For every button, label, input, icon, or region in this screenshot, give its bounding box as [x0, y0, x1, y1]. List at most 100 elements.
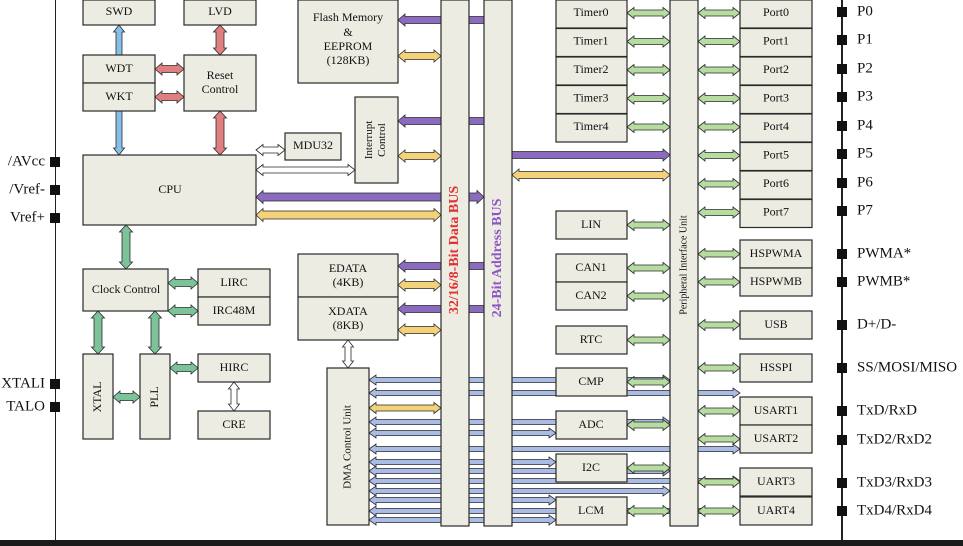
dma-control-unit-block: [326, 367, 370, 526]
hirc-label: HIRC: [220, 360, 249, 374]
right-pin-label: P3: [857, 88, 873, 104]
pin-marker: [837, 363, 847, 373]
interrupt-control-block: [354, 96, 399, 184]
timer-label: Timer3: [574, 90, 609, 104]
timer-block: [555, 56, 628, 86]
right-pin-label: PWMB*: [857, 273, 910, 289]
xdata-block: [297, 296, 399, 341]
pin-marker: [837, 249, 847, 259]
bottom-edge: [0, 540, 963, 546]
right-peripheral-block: [739, 239, 813, 269]
right-pin-label: TxD2/RxD2: [857, 431, 932, 447]
right-pin-label: PWMA*: [857, 245, 911, 261]
right-pin-label: TxD4/RxD4: [857, 502, 933, 518]
wdt-block: [82, 54, 156, 84]
right-peripheral-block: [739, 353, 813, 383]
address-peripheral-arrow: [511, 148, 671, 162]
port-block: [739, 84, 813, 115]
port-label: Port1: [763, 33, 789, 47]
peripheral-label: CAN1: [575, 260, 606, 274]
wkt-block: [82, 82, 156, 112]
right-pin-label: P5: [857, 145, 873, 161]
peripheral-block: [555, 253, 628, 283]
irc48m-label: IRC48M: [213, 303, 256, 317]
right-peripheral-label: USART2: [754, 431, 799, 445]
left-pin-area: [0, 0, 55, 546]
pin-marker: [837, 506, 847, 516]
pin-marker: [837, 320, 847, 330]
right-pin-label: P6: [857, 174, 873, 190]
pin-marker: [50, 185, 60, 195]
right-pin-label: TxD/RxD: [857, 402, 917, 418]
pin-marker: [837, 64, 847, 74]
peripheral-interface-label: Peripheral Interface Unit: [678, 215, 689, 315]
pin-marker: [837, 7, 847, 17]
peripheral-block: [555, 281, 628, 311]
timer-block: [555, 113, 628, 143]
port-block: [739, 141, 813, 172]
right-peripheral-blocks: HSPWMAHSPWMBUSBHSSPIUSART1USART2UART3UAR…: [739, 239, 813, 526]
pll-block: [139, 353, 171, 440]
left-pin-label: TALO: [6, 398, 45, 414]
dma-control-unit-label: DMA Control Unit: [342, 405, 354, 489]
pll-label: PLL: [147, 386, 161, 407]
lvd-label: LVD: [208, 4, 232, 18]
right-peripheral-label: UART3: [757, 474, 795, 488]
timer-label: Timer2: [574, 62, 609, 76]
timer-label: Timer0: [574, 5, 609, 19]
cpu-label: CPU: [158, 182, 182, 196]
port-label: Port4: [763, 119, 789, 133]
right-pin-label: P0: [857, 3, 873, 19]
peripheral-label: ADC: [578, 417, 603, 431]
data-bus: [440, 0, 470, 527]
hirc-block: [197, 353, 271, 383]
peripheral-block: [555, 453, 628, 483]
pin-marker: [837, 149, 847, 159]
peripheral-block: [555, 367, 628, 397]
pin-marker: [837, 92, 847, 102]
mdu32-label: MDU32: [293, 138, 333, 152]
port-label: Port3: [763, 90, 789, 104]
pin-marker: [837, 406, 847, 416]
left-pin-label: XTALI: [1, 375, 45, 391]
right-peripheral-label: USB: [764, 317, 787, 331]
right-peripheral-block: [739, 310, 813, 340]
cpu-block: [82, 154, 257, 226]
pin-marker: [50, 379, 60, 389]
pin-marker: [837, 121, 847, 131]
lirc-block: [197, 268, 271, 298]
timer-label: Timer1: [574, 33, 609, 47]
pin-marker: [837, 478, 847, 488]
peripheral-block: [555, 410, 628, 440]
xtal-block: [82, 353, 114, 440]
peripheral-label: LCM: [578, 503, 604, 517]
xdata-label: XDATA(8KB): [328, 304, 368, 332]
address-bus: [483, 0, 513, 527]
swd-block: [82, 0, 156, 26]
pin-marker: [837, 435, 847, 445]
data-bus-label: 32/16/8-Bit Data BUS: [447, 186, 462, 315]
left-pin-label: Vref+: [10, 209, 45, 225]
wdt-label: WDT: [105, 61, 133, 75]
address-bus-label: 24-Bit Address BUS: [490, 198, 505, 317]
right-peripheral-block: [739, 267, 813, 297]
port-label: Port6: [763, 176, 789, 190]
port-label: Port2: [763, 62, 789, 76]
right-peripheral-label: HSPWMA: [750, 246, 803, 260]
port-block: [739, 113, 813, 143]
interrupt-control-label: InterruptControl: [363, 121, 388, 159]
edata-label: EDATA(4KB): [329, 261, 368, 289]
right-pin-label: D+/D-: [857, 316, 896, 332]
right-peripheral-label: UART4: [757, 503, 795, 517]
peripheral-label: I2C: [582, 460, 600, 474]
right-pins: P0P1P2P3P4P5P6P7PWMA*PWMB*D+/D-SS/MOSI/M…: [837, 3, 957, 518]
flash-memory-block: [297, 0, 399, 84]
right-pin-label: P2: [857, 60, 873, 76]
port-block: [739, 198, 813, 229]
